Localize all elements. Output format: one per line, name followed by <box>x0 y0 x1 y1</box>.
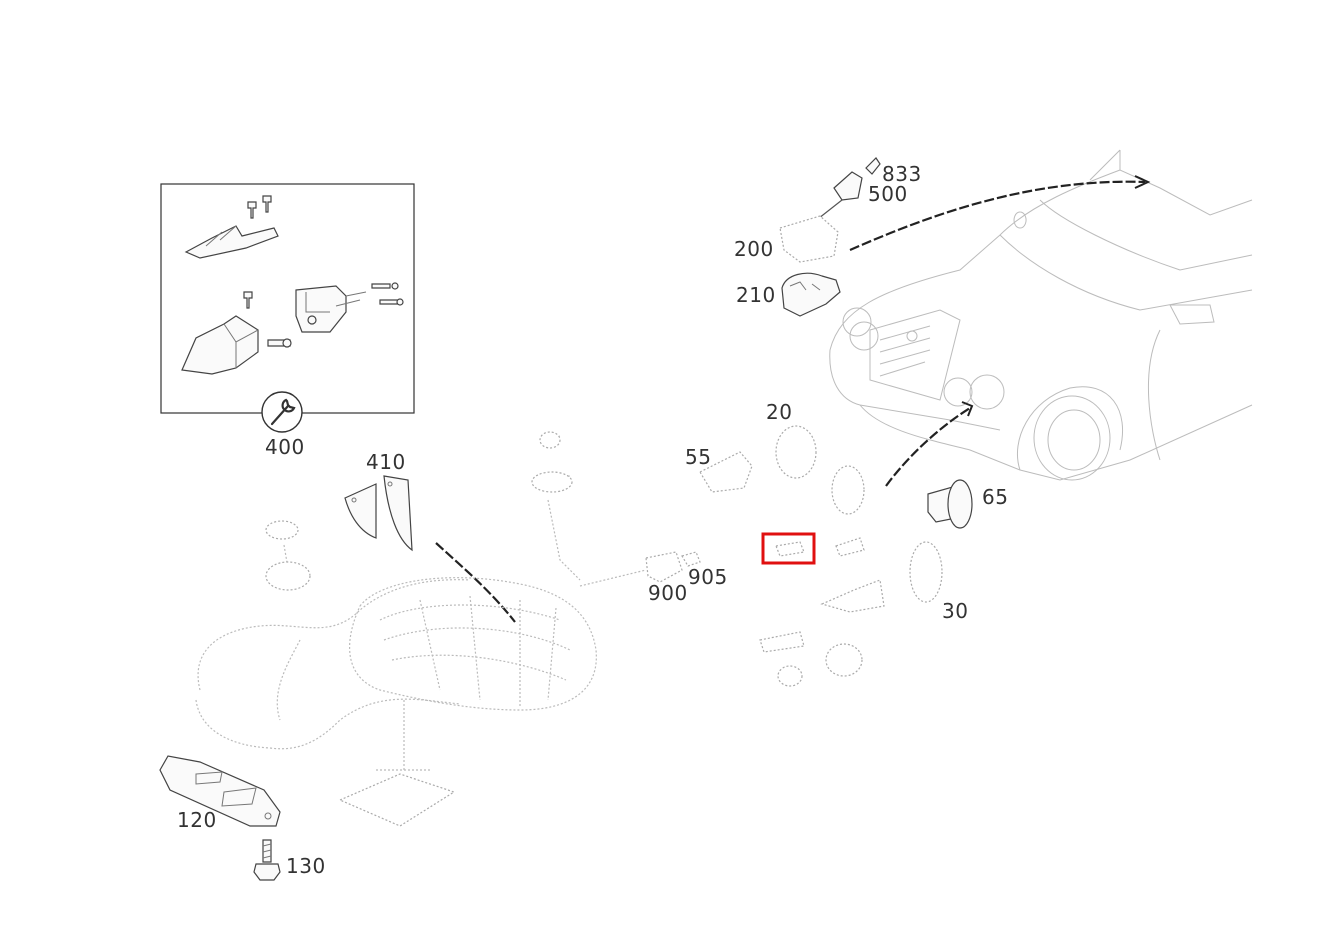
part-905 <box>681 551 701 567</box>
part-900 <box>645 551 683 583</box>
shield-left <box>344 483 377 539</box>
headlamp-parts-group[interactable] <box>699 425 973 687</box>
screw-b <box>262 195 272 213</box>
part-wheel <box>831 465 865 515</box>
callout-905[interactable]: 905 <box>688 565 728 589</box>
callout-130[interactable]: 130 <box>286 854 326 878</box>
inset-assembly-400[interactable] <box>160 183 415 433</box>
bolt-130[interactable] <box>253 839 281 881</box>
callout-65[interactable]: 65 <box>982 485 1008 509</box>
screw-c <box>243 291 253 309</box>
wiring-harness[interactable] <box>195 431 597 827</box>
callout-20[interactable]: 20 <box>766 400 792 424</box>
callout-120[interactable]: 120 <box>177 808 217 832</box>
part-20 <box>775 425 817 479</box>
part-120 <box>159 755 281 827</box>
callout-210[interactable]: 210 <box>736 283 776 307</box>
part-500 <box>833 171 863 201</box>
callout-410[interactable]: 410 <box>366 450 406 474</box>
sensor-900-905[interactable] <box>579 551 701 587</box>
vehicle-outline <box>829 149 1253 481</box>
shield-right <box>383 475 413 552</box>
bracket-120[interactable] <box>159 755 281 827</box>
part-55 <box>699 451 753 493</box>
rain-sensor-group[interactable] <box>779 157 881 317</box>
callout-200[interactable]: 200 <box>734 237 774 261</box>
inset-frame <box>160 183 415 414</box>
callout-400[interactable]: 400 <box>265 435 305 459</box>
part-833 <box>865 157 881 175</box>
arrow-to-harness <box>435 542 516 623</box>
selected-part-box[interactable] <box>761 532 816 565</box>
callout-900[interactable]: 900 <box>648 581 688 605</box>
screw-a <box>247 201 257 219</box>
arrow-to-windshield <box>849 180 1146 252</box>
callout-30[interactable]: 30 <box>942 599 968 623</box>
shield-pair-410[interactable] <box>344 475 413 552</box>
part-130-head <box>253 863 281 881</box>
part-210 <box>781 272 841 317</box>
part-bulb <box>820 579 885 613</box>
arrow-to-headlamp <box>885 407 971 487</box>
callout-833[interactable]: 833 <box>882 162 922 186</box>
callout-55[interactable]: 55 <box>685 445 711 469</box>
callout-500[interactable]: 500 <box>868 182 908 206</box>
part-30 <box>909 541 943 603</box>
part-200 <box>779 215 839 263</box>
